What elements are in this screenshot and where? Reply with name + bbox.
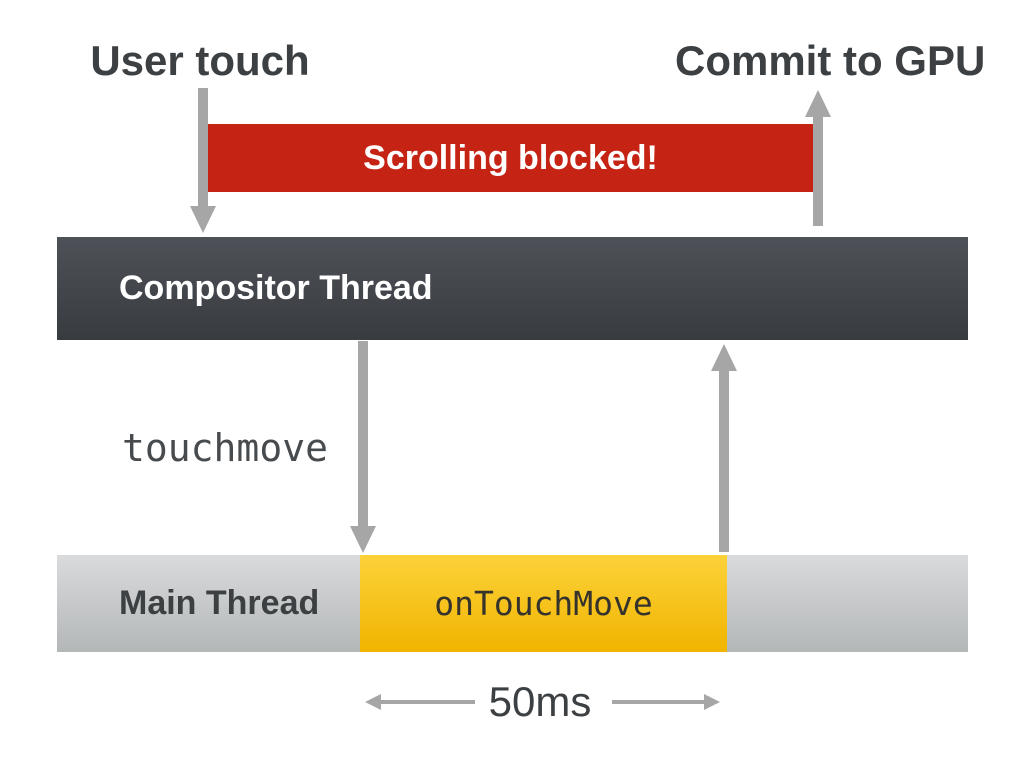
commit-arrowhead-icon xyxy=(805,90,831,117)
duration-right-arrowhead-icon xyxy=(704,694,720,710)
scrolling-blocked-text: Scrolling blocked! xyxy=(363,138,658,177)
main-thread-label: Main Thread xyxy=(119,584,320,622)
user-touch-arrow-down-icon xyxy=(198,88,208,206)
duration-label: 50ms xyxy=(488,678,592,725)
ontouchmove-busy-segment: onTouchMove xyxy=(360,555,727,652)
commit-to-gpu-label: Commit to GPU xyxy=(675,37,986,84)
touchmove-arrow-down-icon xyxy=(358,341,368,526)
ontouchmove-label: onTouchMove xyxy=(434,584,653,623)
user-touch-label: User touch xyxy=(90,37,310,84)
touchmove-label: touchmove xyxy=(122,426,328,470)
commit-arrow-up-icon xyxy=(813,116,823,226)
compositor-thread-bar: Compositor Thread xyxy=(57,237,968,340)
scrolling-blocked-banner: Scrolling blocked! xyxy=(205,124,816,192)
user-touch-arrowhead-icon xyxy=(190,206,216,233)
duration-left-arrowhead-icon xyxy=(365,694,381,710)
reply-arrowhead-icon xyxy=(711,344,737,371)
touchmove-arrowhead-icon xyxy=(350,526,376,553)
reply-arrow-up-icon xyxy=(719,371,729,552)
duration-right-arrow-icon xyxy=(612,700,704,704)
main-thread-bar: Main Thread onTouchMove xyxy=(57,555,968,652)
duration-left-arrow-icon xyxy=(381,700,475,704)
compositor-thread-label: Compositor Thread xyxy=(119,269,433,307)
